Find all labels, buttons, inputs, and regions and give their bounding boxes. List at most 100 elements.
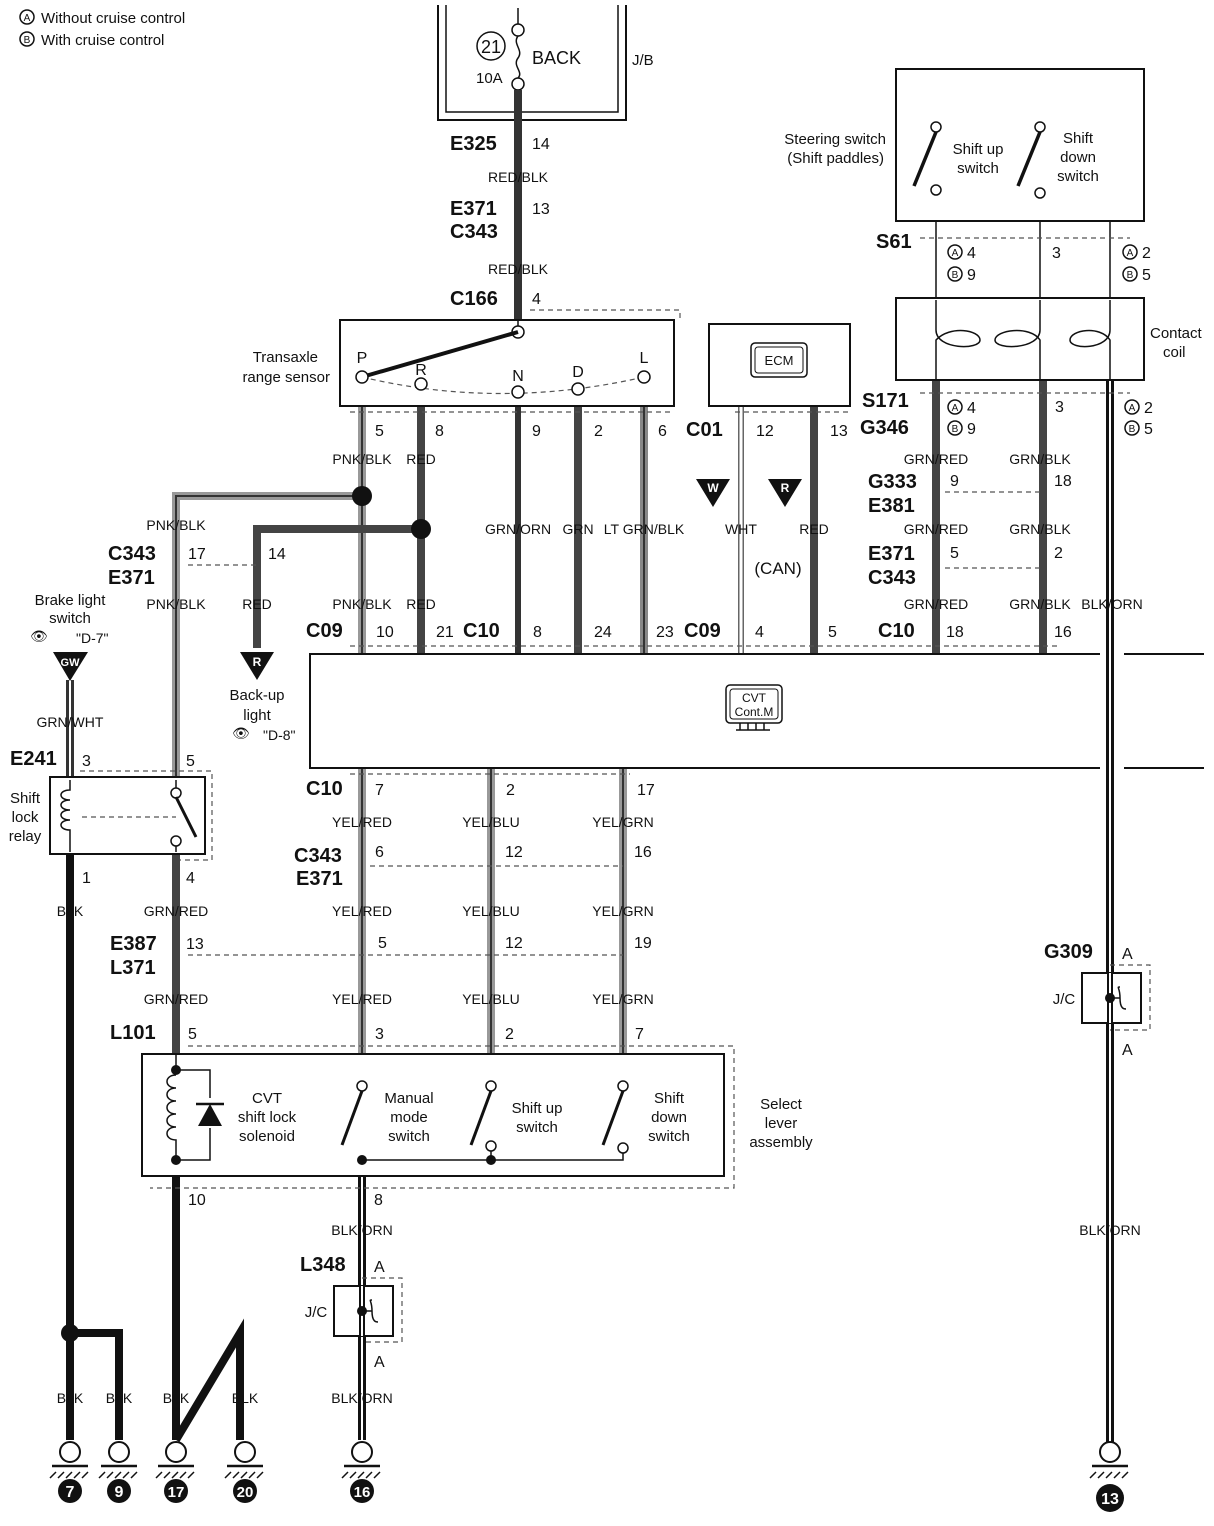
- pin-l101-8: 8: [374, 1192, 383, 1209]
- wire-pnk-blk-3: PNK/BLK: [146, 517, 206, 533]
- conn-e371-top: E371: [450, 198, 497, 220]
- wire-pnk-blk-4: PNK/BLK: [146, 596, 206, 612]
- wire-grn-red-r1: GRN/RED: [904, 451, 969, 467]
- select-label-1: Select: [760, 1096, 803, 1113]
- conn-c10-a: C10: [463, 620, 500, 642]
- wire-yel-grn-1: YEL/GRN: [592, 814, 653, 830]
- transaxle-label-2: range sensor: [242, 369, 330, 386]
- pin-e387-13: 13: [186, 936, 204, 953]
- brake-ref: "D-7": [76, 630, 109, 646]
- ground-17-label: 17: [168, 1484, 185, 1501]
- wire-grn-red-r3: GRN/RED: [904, 596, 969, 612]
- range-n: N: [512, 368, 524, 385]
- conn-l101: L101: [110, 1022, 156, 1044]
- pin-l101-3: 3: [375, 1026, 384, 1043]
- lever-up-label-1: Shift up: [512, 1100, 563, 1117]
- pin-c09-21: 21: [436, 624, 454, 641]
- pin-c01-13: 13: [830, 423, 848, 440]
- wire-yel-red-1: YEL/RED: [332, 814, 392, 830]
- wire-red-blk-2: RED/BLK: [488, 261, 549, 277]
- pin-c10-7: 7: [375, 782, 384, 799]
- ground-16-label: 16: [354, 1484, 371, 1501]
- range-l: L: [640, 350, 649, 367]
- wire-yel-grn-3: YEL/GRN: [592, 991, 653, 1007]
- fuse-amp: 10A: [476, 70, 503, 87]
- wire-grn-red-l2: GRN/RED: [144, 991, 209, 1007]
- wire-lt-grn-blk: LT GRN/BLK: [604, 521, 685, 537]
- wire-blk-g9: BLK: [106, 1390, 133, 1406]
- conn-c10-b: C10: [878, 620, 915, 642]
- s61-a1-mark: A: [952, 248, 959, 259]
- cvt-control-module: C09 10 21 C10 8 24 23 C09 4 5 C10 18 16 …: [306, 620, 1204, 800]
- fuse-21: 21 BACK 10A: [476, 8, 581, 91]
- contact-coil-2: coil: [1163, 344, 1186, 361]
- pin-c09-5: 5: [828, 624, 837, 641]
- eye-icon: 👁: [30, 628, 48, 644]
- pin-tr-8: 8: [435, 423, 444, 440]
- conn-c09-b: C09: [684, 620, 721, 642]
- s171-a1-mark: A: [952, 403, 959, 414]
- pin-c10-18: 18: [946, 624, 964, 641]
- cvt-label-2: Cont.M: [735, 705, 774, 719]
- pin-c10-2: 2: [506, 782, 515, 799]
- ground-9-label: 9: [115, 1484, 124, 1501]
- brake-label-2: switch: [49, 610, 91, 627]
- pin-e241-4: 4: [186, 870, 195, 887]
- wire-red-2: RED: [406, 596, 436, 612]
- pin-c10-17: 17: [637, 782, 655, 799]
- relay-label-3: relay: [9, 828, 42, 845]
- brake-light-switch: Brake light switch 👁 "D-7" GW GRN/WHT: [30, 592, 109, 730]
- pin-l101-10: 10: [188, 1192, 206, 1209]
- ecm: ECM C01 12 13 W R WHT RED (CAN): [686, 323, 851, 578]
- pin-e387-5: 5: [378, 935, 387, 952]
- ground-7-label: 7: [66, 1484, 75, 1501]
- pin-c10-23: 23: [656, 624, 674, 641]
- steering-switch: Shift up switch Shift down switch Steeri…: [784, 68, 1151, 284]
- legend-a-mark: A: [24, 13, 31, 24]
- pin-e371-5: 5: [950, 545, 959, 562]
- ecm-label: ECM: [765, 353, 794, 368]
- s171-b2-mark: B: [1129, 424, 1136, 435]
- pin-e371-top: 13: [532, 201, 550, 218]
- grounds: 7 9 17 20 16: [49, 1441, 1129, 1512]
- ground-wire-labels: BLK BLK BLK BLK BLK/ORN: [57, 1390, 393, 1406]
- l348-pin-a-top: A: [374, 1259, 385, 1276]
- wire-yel-red-2: YEL/RED: [332, 903, 392, 919]
- ground-16: 16: [341, 1441, 381, 1503]
- backup-label-2: light: [243, 707, 271, 724]
- wire-grn-blk-r1: GRN/BLK: [1009, 451, 1071, 467]
- pin-s61-mid: 3: [1052, 245, 1061, 262]
- lower-wire-labels: YEL/RED YEL/BLU YEL/GRN C343 E371 6 12 1…: [188, 814, 654, 1007]
- pin-c343-6: 6: [375, 844, 384, 861]
- junction-dots: [61, 79, 1046, 1342]
- g309-jc-label: J/C: [1053, 991, 1076, 1008]
- pin-s61-a1: 4: [967, 245, 976, 262]
- wire-pnk-blk-1: PNK/BLK: [332, 451, 392, 467]
- pin-c09-4: 4: [755, 624, 764, 641]
- pin-c01-12: 12: [756, 423, 774, 440]
- conn-s171: S171: [862, 390, 909, 412]
- wire-blk-orn-g16: BLK/ORN: [331, 1390, 392, 1406]
- relay-label-2: lock: [12, 809, 39, 826]
- wire-blk-relay: BLK: [57, 903, 84, 919]
- solenoid-label-3: solenoid: [239, 1128, 295, 1145]
- paddle-up-1: Shift up: [953, 141, 1004, 158]
- steering-label-1: Steering switch: [784, 131, 886, 148]
- jb-label: J/B: [632, 52, 654, 69]
- range-r: R: [415, 362, 427, 379]
- contact-coil: Contact coil S171 G346 A 4 B 9 3 A 2 B 5: [860, 297, 1203, 439]
- solenoid-label-1: CVT: [252, 1090, 282, 1107]
- junction-block: J/B: [437, 5, 654, 121]
- legend-b-mark: B: [24, 35, 31, 46]
- conn-e371-r: E371: [868, 543, 915, 565]
- conn-l371: L371: [110, 957, 156, 979]
- solenoid-label-2: shift lock: [238, 1109, 297, 1126]
- conn-c01: C01: [686, 419, 723, 441]
- ground-17: 17: [155, 1441, 195, 1503]
- select-lever-assembly: L101 5 3 2 7 CVT shift lock solenoid Man…: [110, 1022, 813, 1238]
- pin-l101-5: 5: [188, 1026, 197, 1043]
- range-d: D: [572, 364, 584, 381]
- ground-9: 9: [98, 1441, 138, 1503]
- conn-c09-a: C09: [306, 620, 343, 642]
